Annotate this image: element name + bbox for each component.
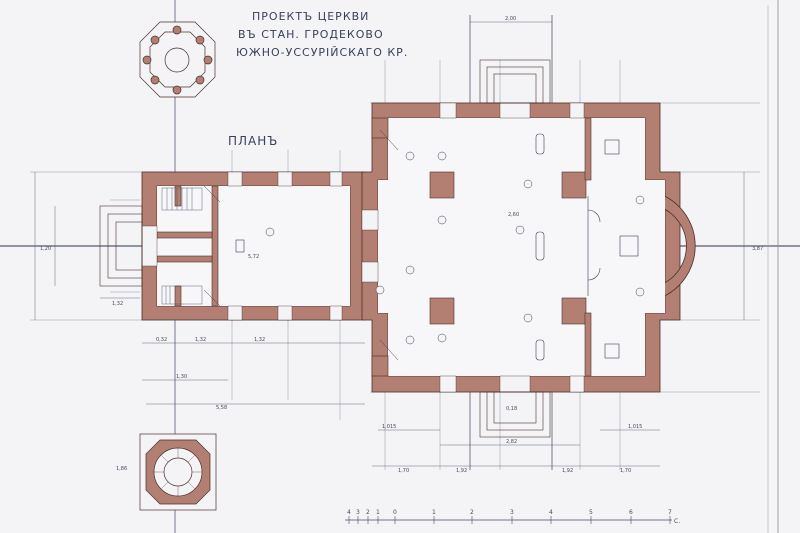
pier-sw xyxy=(429,297,455,325)
dim-seg-c: 1,32 xyxy=(254,337,265,343)
scale-label: 1 xyxy=(376,509,380,516)
dim-nave-width: 2,60 xyxy=(508,212,519,218)
dim-bot-3: 1,92 xyxy=(562,468,573,474)
interior-partitions xyxy=(156,117,592,377)
dim-vert-2: 1,20 xyxy=(40,246,51,252)
scale-label: 0 xyxy=(393,509,397,516)
pier-se xyxy=(561,297,587,325)
wall-openings xyxy=(141,102,585,393)
dim-bot-1: 1,70 xyxy=(398,468,409,474)
scale-label: 7 xyxy=(668,509,672,516)
tower-plan-top xyxy=(139,21,216,98)
column-markers xyxy=(203,129,399,361)
circle-tags xyxy=(265,151,645,345)
dim-vert-1: 3,87 xyxy=(752,246,763,252)
dimension-labels: 2,00 5,72 5,58 2,82 0,18 0,32 1,32 1,32 … xyxy=(40,16,763,474)
dim-porch: 1,32 xyxy=(112,301,123,307)
scale-label: 1 xyxy=(432,509,436,516)
north-porch xyxy=(479,59,551,104)
dim-seg-a: 0,32 xyxy=(156,337,167,343)
scale-label: 4 xyxy=(549,509,553,516)
title-line-3: ЮЖНО-УССУРІЙСКАГО КР. xyxy=(236,46,409,59)
title-line-2: ВЪ СТАН. ГРОДЕКОВО xyxy=(238,28,384,41)
scale-label: 3 xyxy=(510,509,514,516)
pier-ne xyxy=(561,171,587,199)
dim-right-side: 1,015 xyxy=(628,424,642,430)
scale-label: 5 xyxy=(589,509,593,516)
dim-left-overall: 5,58 xyxy=(216,405,227,411)
dim-left-side: 1,015 xyxy=(382,424,396,430)
dim-top-width: 2,00 xyxy=(505,16,516,22)
dim-bot-4: 1,70 xyxy=(620,468,631,474)
porches xyxy=(99,59,551,438)
scale-label: 6 xyxy=(629,509,633,516)
scale-label: 3 xyxy=(356,509,360,516)
dim-seg-d: 1,30 xyxy=(176,374,187,380)
dim-nave-length: 5,72 xyxy=(248,254,259,260)
iconostasis xyxy=(235,133,639,361)
pier-nw xyxy=(429,171,455,199)
dim-right-bottom: 2,82 xyxy=(506,439,517,445)
dim-bottom-small: 0,18 xyxy=(506,406,517,412)
title-line-1: ПРОЕКТЪ ЦЕРКВИ xyxy=(252,10,370,23)
scale-label: 2 xyxy=(366,509,370,516)
plan-label: ПЛАНЪ xyxy=(228,134,279,148)
dim-seg-b: 1,32 xyxy=(195,337,206,343)
tower-plan-bottom xyxy=(139,433,217,511)
dimension-lines xyxy=(34,21,745,467)
scale-label: 2 xyxy=(470,509,474,516)
scale-unit: С. xyxy=(674,518,680,525)
dim-tower: 1,86 xyxy=(116,466,127,472)
dim-bot-2: 1,92 xyxy=(456,468,467,474)
staircase xyxy=(161,187,203,305)
scale-label: 4 xyxy=(347,509,351,516)
